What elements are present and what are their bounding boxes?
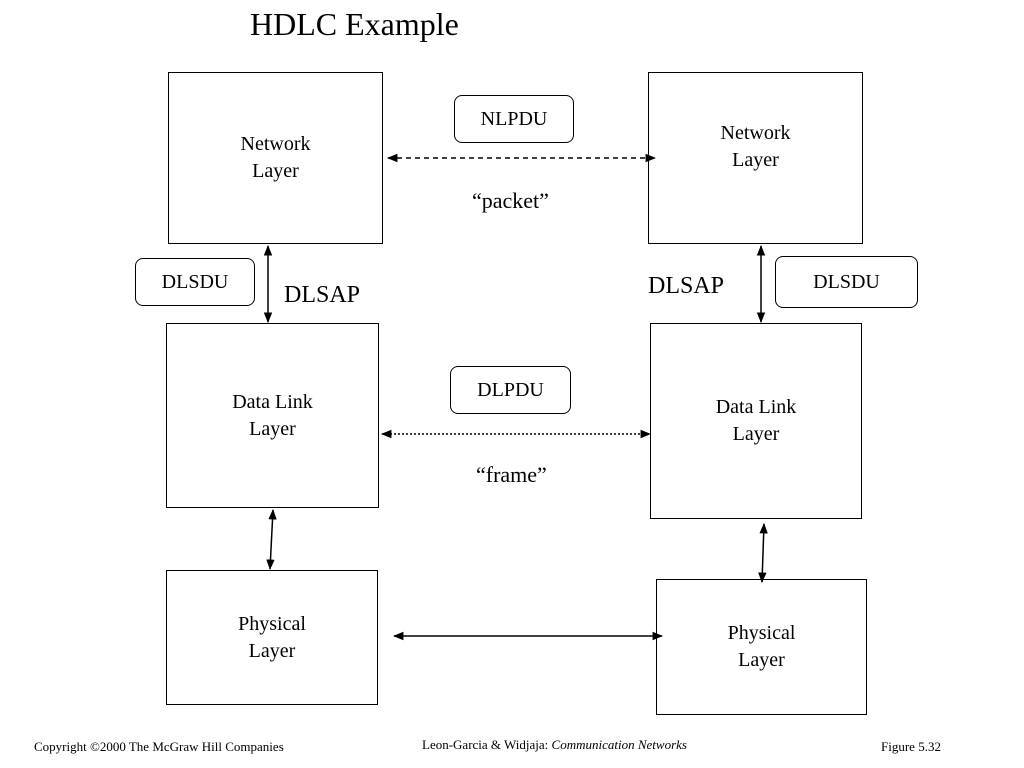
right-network-label-2: Layer	[732, 149, 779, 171]
footer-copyright: Copyright ©2000 The McGraw Hill Companie…	[34, 739, 284, 754]
right-datalink-label-2: Layer	[732, 423, 780, 445]
right-dlsdu-label: DLSDU	[775, 256, 918, 308]
footer-authors: Leon-Garcia & Widjaja:	[422, 737, 549, 752]
left-datalink-label-1: Data Link	[232, 390, 313, 413]
nlpdu-label: NLPDU	[454, 95, 574, 143]
left-physical-label-2: Layer	[248, 639, 296, 662]
frame-label: “frame”	[476, 462, 547, 487]
left-physical-label-1: Physical	[238, 612, 306, 635]
dlpdu-label: DLPDU	[450, 366, 571, 414]
right-dlsap-label: DLSAP	[648, 273, 725, 299]
left-datalink-physical-arrow	[266, 508, 277, 571]
right-physical-label-2: Layer	[738, 649, 785, 671]
left-dlsap-label: DLSAP	[284, 282, 361, 308]
footer-citation: Leon-Garcia & Widjaja: Communication Net…	[422, 737, 687, 753]
footer-book-title: Communication Networks	[551, 737, 687, 752]
right-datalink-label-1: Data Link	[715, 396, 797, 418]
packet-label: “packet”	[472, 188, 549, 213]
left-datalink-label-2: Layer	[249, 417, 296, 440]
footer-figure-number: Figure 5.32	[881, 739, 941, 754]
left-network-label-1: Network	[240, 133, 311, 155]
right-datalink-physical-arrow	[758, 522, 768, 584]
page-title: HDLC Example	[250, 6, 459, 42]
left-network-label-2: Layer	[252, 160, 299, 182]
left-dlsdu-label: DLSDU	[135, 258, 255, 306]
right-physical-label-1: Physical	[727, 622, 796, 644]
right-network-label-1: Network	[720, 122, 791, 144]
